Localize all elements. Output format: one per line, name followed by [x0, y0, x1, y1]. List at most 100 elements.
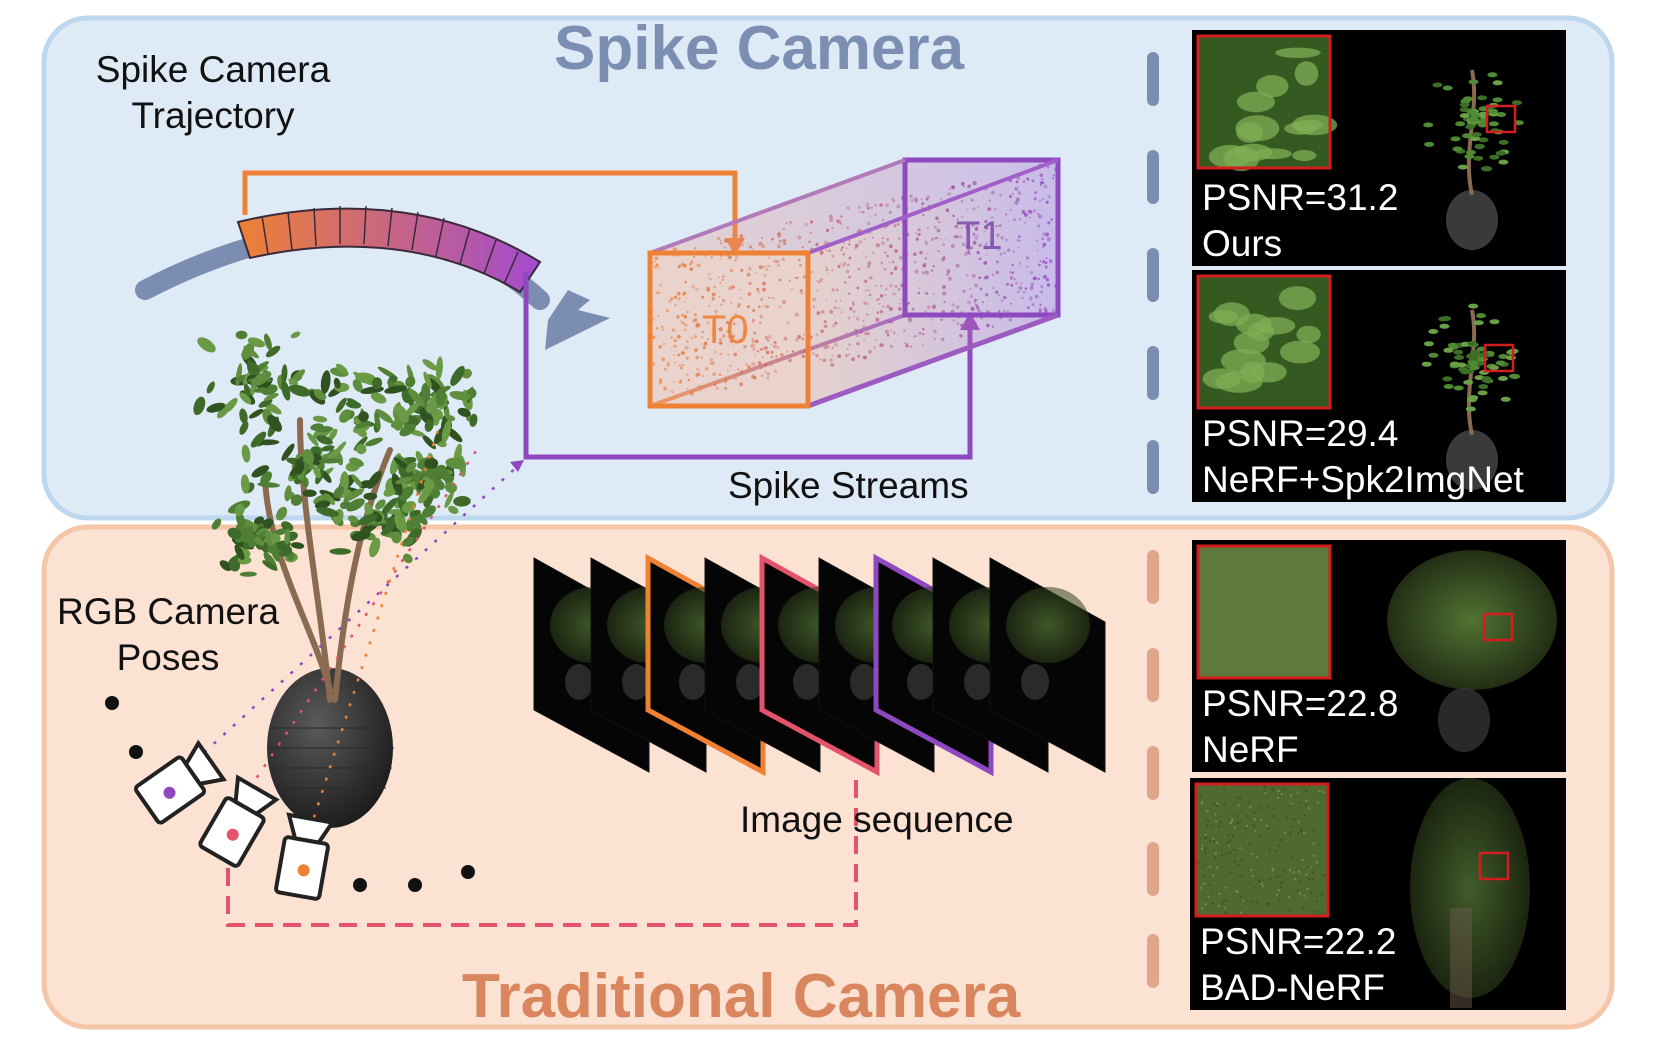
- speckle: [961, 215, 964, 218]
- speckle: [842, 263, 846, 267]
- speckle: [986, 323, 990, 328]
- speckle: [831, 254, 835, 258]
- speckle: [857, 354, 861, 358]
- speckle: [1043, 307, 1048, 311]
- speckle: [985, 254, 988, 257]
- speckle: [863, 339, 866, 342]
- speckle: [677, 353, 681, 357]
- speckle: [825, 249, 827, 252]
- speckle: [801, 354, 805, 359]
- leaf: [405, 517, 416, 532]
- speckle: [670, 389, 674, 393]
- speckle: [782, 227, 786, 231]
- speckle: [768, 265, 771, 268]
- speckle: [920, 198, 923, 201]
- speckle: [1046, 237, 1051, 242]
- speckle: [670, 297, 674, 301]
- leaf: [346, 498, 365, 512]
- speckle: [815, 333, 819, 337]
- speckle: [702, 331, 705, 333]
- speckle: [882, 305, 885, 308]
- speckle: [858, 206, 861, 209]
- speckle: [758, 265, 763, 270]
- speckle: [829, 358, 833, 362]
- trajectory-label-line1: Spike Camera: [95, 49, 331, 90]
- speckle: [764, 346, 769, 350]
- speckle: [924, 291, 928, 295]
- speckle: [967, 184, 972, 188]
- speckle: [686, 357, 689, 360]
- speckle: [1012, 192, 1014, 195]
- speckle: [758, 305, 761, 309]
- speckle: [893, 224, 897, 228]
- speckle: [732, 345, 735, 347]
- speckle: [856, 286, 860, 290]
- speckle: [1015, 281, 1018, 285]
- speckle: [676, 291, 681, 296]
- speckle: [680, 366, 683, 370]
- speckle: [690, 260, 694, 264]
- speckle: [844, 281, 847, 284]
- speckle: [773, 344, 777, 349]
- image-sequence-frames: [533, 553, 1106, 777]
- speckle: [1022, 180, 1026, 183]
- speckle: [849, 307, 853, 311]
- speckle: [666, 368, 669, 371]
- leaf: [241, 444, 251, 463]
- t1-label: T1: [956, 214, 1003, 258]
- leaf: [254, 516, 264, 525]
- leaf: [239, 571, 257, 577]
- speckle: [739, 234, 744, 239]
- leaf: [235, 330, 248, 340]
- speckle: [834, 299, 837, 302]
- leaf: [329, 548, 352, 555]
- leaf: [258, 398, 273, 408]
- speckle: [924, 257, 928, 260]
- speckle: [897, 223, 900, 226]
- speckle: [897, 307, 902, 311]
- speckle: [889, 244, 893, 249]
- speckle: [757, 361, 762, 365]
- leaf: [316, 435, 333, 445]
- result-psnr-nerf: PSNR=22.8: [1202, 683, 1399, 724]
- speckle: [747, 365, 751, 369]
- leaf: [229, 560, 241, 572]
- speckle: [1042, 260, 1046, 264]
- speckle: [952, 319, 956, 322]
- speckle: [733, 312, 738, 317]
- speckle: [942, 291, 947, 296]
- plant-illustration: [193, 330, 478, 828]
- speckle: [889, 284, 893, 288]
- speckle: [1041, 178, 1044, 181]
- leaf: [193, 396, 206, 416]
- speckle: [851, 303, 855, 307]
- leaf: [445, 457, 467, 470]
- speckle: [858, 228, 862, 232]
- speckle: [926, 227, 929, 230]
- speckle: [865, 289, 868, 292]
- speckle: [707, 321, 710, 325]
- speckle: [653, 264, 658, 269]
- speckle: [1034, 191, 1037, 194]
- speckle: [998, 224, 1002, 228]
- speckle: [709, 277, 712, 280]
- speckle: [930, 269, 934, 272]
- speckle: [974, 227, 979, 231]
- leaf: [276, 541, 288, 552]
- speckle: [770, 350, 774, 354]
- speckle: [714, 309, 718, 314]
- speckle: [719, 352, 722, 355]
- speckle: [711, 332, 714, 335]
- leaf: [384, 385, 408, 394]
- speckle: [786, 350, 789, 353]
- speckle: [1009, 195, 1012, 198]
- speckle: [925, 270, 930, 275]
- speckle: [681, 363, 685, 367]
- speckle: [1043, 274, 1047, 279]
- leaf: [435, 356, 443, 380]
- speckle: [869, 215, 872, 218]
- speckle: [966, 185, 970, 189]
- speckle: [1019, 239, 1021, 242]
- speckle: [939, 198, 943, 201]
